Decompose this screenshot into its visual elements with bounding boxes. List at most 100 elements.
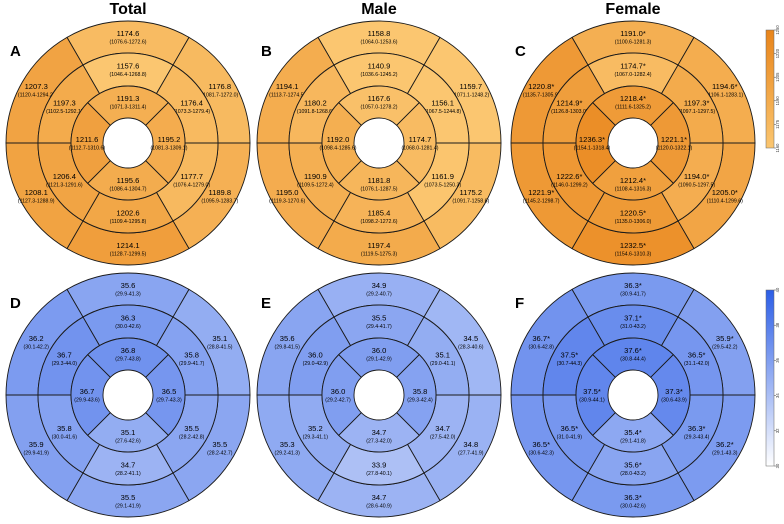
segment-value: 1205.0*	[712, 188, 738, 197]
segment-value: 1185.4	[368, 209, 391, 218]
segment-ci: (1090.5-1297.5)	[678, 182, 715, 188]
segment-ci: (1111.6-1325.2)	[615, 105, 651, 111]
segment-ci: (30.9-41.7)	[620, 292, 646, 298]
segment-value: 35.1	[435, 350, 450, 359]
segment-value: 34.7	[372, 428, 387, 437]
segment-value: 35.3	[280, 440, 295, 449]
scale-tick-label: 1190	[775, 96, 780, 106]
segment-value: 1177.7	[180, 172, 203, 181]
segment-ci: (30.1-42.2)	[24, 345, 50, 351]
panel-label: E	[261, 295, 271, 312]
segment-ci: (29.9-43.6)	[74, 398, 100, 404]
segment-value: 36.5*	[560, 424, 578, 433]
segment-ci: (29.1-42.9)	[366, 357, 392, 363]
segment-ci: (1081.7-1272.0)	[201, 93, 238, 99]
segment-ci: (30.6-43.9)	[661, 398, 687, 404]
segment-value: 35.1	[212, 334, 227, 343]
segment-value: 1157.6	[117, 62, 140, 71]
segment-value: 1176.8	[208, 82, 231, 91]
segment-value: 35.5	[212, 440, 227, 449]
segment-value: 37.1*	[624, 314, 642, 323]
segment-ci: (1126.8-1303.0)	[551, 109, 588, 115]
segment-ci: (1121.3-1291.6)	[46, 182, 83, 188]
segment-value: 36.3*	[688, 424, 706, 433]
scale-tick-label: 32	[775, 428, 780, 433]
segment-value: 1222.6*	[556, 172, 582, 181]
segment-value: 35.9	[29, 440, 44, 449]
segment-ci: (29.2-42.7)	[325, 398, 351, 404]
segment-value: 35.2	[308, 424, 323, 433]
segment-ci: (1120.0-1322.1)	[656, 146, 693, 152]
segment-value: 35.5	[121, 493, 136, 502]
segment-value: 1207.3	[25, 82, 48, 91]
scale-bar	[765, 289, 775, 467]
segment-ci: (1145.2-1298.7)	[523, 199, 560, 205]
segment-13	[338, 337, 420, 378]
segment-value: 35.4*	[624, 428, 642, 437]
segment-ci: (30.0-42.6)	[115, 324, 141, 330]
segment-ci: (31.0-41.9)	[557, 434, 583, 440]
segment-value: 1174.7	[409, 135, 432, 144]
segment-ci: (29.1-41.8)	[620, 439, 646, 445]
scale-tick-label: 38	[775, 322, 780, 327]
segment-ci: (1057.0-1278.2)	[361, 105, 398, 111]
segment-value: 35.6*	[624, 461, 642, 470]
scale-tick-label: 34	[775, 393, 780, 398]
segment-ci: (29.2-40.7)	[366, 292, 392, 298]
segment-value: 1212.4*	[620, 176, 646, 185]
segment-value: 1195.6	[117, 176, 140, 185]
segment-value: 1236.3*	[579, 135, 605, 144]
segment-13	[87, 85, 169, 126]
segment-ci: (30.6-42.3)	[529, 451, 555, 457]
segment-ci: (29.9-41.9)	[24, 451, 50, 457]
panel-grid: A1174.6(1076.6-1272.6)1176.8(1081.7-1272…	[5, 20, 756, 518]
segment-ci: (1110.4-1299.6)	[707, 199, 743, 205]
bullseye-panel-f: F36.3*(30.9-41.7)35.9*(29.5-42.2)36.2*(2…	[510, 272, 756, 518]
segment-ci: (1106.1-1283.1)	[707, 93, 744, 99]
segment-ci: (27.6-42.6)	[115, 439, 141, 445]
segment-14	[650, 102, 691, 184]
bullseye-panel-a: A1174.6(1076.6-1272.6)1176.8(1081.7-1272…	[5, 20, 251, 266]
segment-ci: (29.8-41.5)	[275, 345, 301, 351]
bullseye-panel-c: C1191.0*(1100.6-1281.3)1194.6*(1106.1-12…	[510, 20, 756, 266]
segment-value: 1174.6	[117, 29, 140, 38]
segment-value: 1221.9*	[528, 188, 554, 197]
segment-value: 1167.6	[368, 94, 391, 103]
segment-13	[592, 85, 674, 126]
segment-ci: (30.9-44.1)	[579, 398, 605, 404]
segment-ci: (1112.7-1310.6)	[69, 146, 105, 152]
segment-value: 34.7	[121, 461, 136, 470]
segment-15	[87, 160, 169, 201]
segment-value: 1156.1	[431, 98, 454, 107]
segment-ci: (1098.2-1272.6)	[361, 219, 398, 225]
segment-ci: (31.1-42.0)	[684, 361, 710, 367]
segment-value: 1159.7	[459, 82, 482, 91]
segment-ci: (29.1-41.9)	[115, 504, 141, 510]
segment-ci: (1119.5-1275.3)	[361, 252, 397, 258]
panel-label: C	[515, 43, 526, 60]
segment-value: 34.8	[463, 440, 478, 449]
scale-bar	[765, 29, 775, 149]
scale-tick-label: 1220	[775, 48, 780, 58]
segment-value: 36.3*	[624, 493, 642, 502]
segment-15	[338, 412, 420, 453]
scale-tick-label: 30	[775, 463, 780, 468]
segment-value: 1197.3	[53, 98, 76, 107]
segment-ci: (30.0-41.6)	[52, 434, 78, 440]
segment-16	[70, 102, 111, 184]
segment-ci: (1146.0-1299.2)	[551, 182, 588, 188]
segment-15	[592, 160, 674, 201]
segment-ci: (27.5-42.0)	[430, 434, 456, 440]
segment-ci: (29.3-42.4)	[407, 398, 433, 404]
bullseye-panel-d: D35.6(29.9-41.3)35.1(28.8-41.5)35.5(28.2…	[5, 272, 251, 518]
segment-value: 1195.0	[276, 188, 299, 197]
segment-value: 36.5	[162, 387, 177, 396]
segment-ci: (1100.6-1281.3)	[615, 40, 652, 46]
segment-ci: (29.3-41.1)	[303, 434, 329, 440]
segment-15	[87, 412, 169, 453]
segment-ci: (28.2-41.1)	[115, 471, 141, 477]
segment-16	[575, 102, 616, 184]
segment-ci: (29.1-43.3)	[712, 451, 738, 457]
